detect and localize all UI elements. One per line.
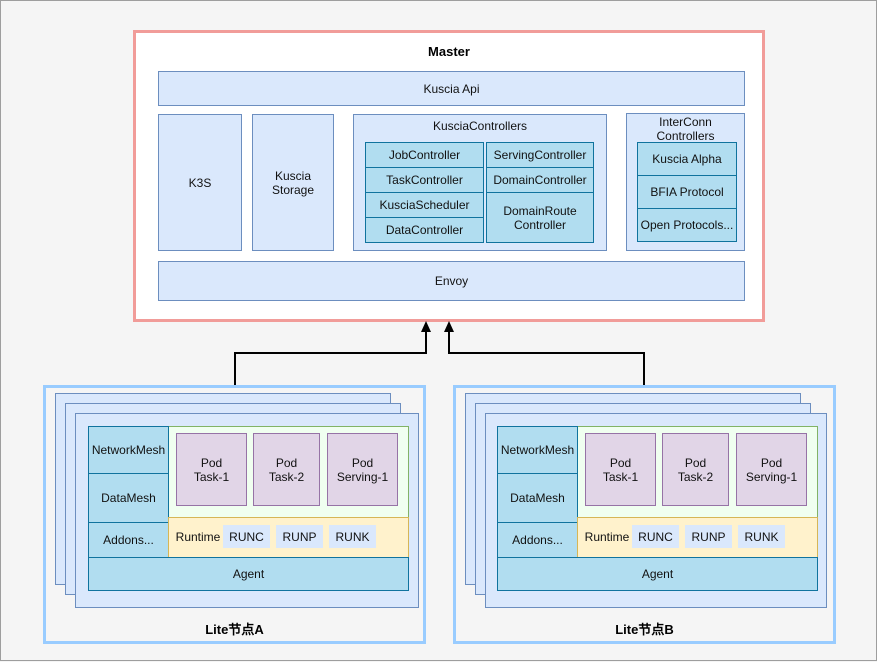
lite-a-datamesh: DataMesh	[88, 473, 169, 523]
lite-a-runtime-label: Runtime	[175, 530, 221, 544]
lite-b-runtime-label: Runtime	[584, 530, 630, 544]
data-controller-box: DataController	[365, 217, 484, 243]
kuscia-api-box: Kuscia Api	[158, 71, 745, 106]
lite-b-pod-task-1: Pod Task-1	[585, 433, 656, 506]
open-protocols-box: Open Protocols...	[637, 208, 737, 242]
lite-a-pod-task-1: Pod Task-1	[176, 433, 247, 506]
lite-a-addons: Addons...	[88, 522, 169, 558]
kuscia-alpha-box: Kuscia Alpha	[637, 142, 737, 176]
arrowhead-b	[444, 321, 454, 332]
master-title: Master	[428, 43, 470, 59]
lite-b-runp: RUNP	[685, 525, 732, 548]
task-controller-box: TaskController	[365, 167, 484, 193]
kuscia-scheduler-box: KusciaScheduler	[365, 192, 484, 218]
arrow-lite-a-to-master	[234, 329, 427, 386]
arrow-lite-b-to-master	[448, 329, 645, 386]
lite-b-agent: Agent	[497, 557, 818, 591]
lite-a-pod-task-2: Pod Task-2	[253, 433, 320, 506]
lite-b-runk: RUNK	[738, 525, 785, 548]
lite-b-pod-task-2: Pod Task-2	[662, 433, 729, 506]
lite-b-runc: RUNC	[632, 525, 679, 548]
arrowhead-a	[421, 321, 431, 332]
lite-a-networkmesh: NetworkMesh	[88, 426, 169, 474]
lite-a-runp: RUNP	[276, 525, 323, 548]
lite-b-pod-serving-1: Pod Serving-1	[736, 433, 807, 506]
lite-a-agent: Agent	[88, 557, 409, 591]
lite-b-datamesh: DataMesh	[497, 473, 578, 523]
kuscia-storage-box: Kuscia Storage	[252, 114, 334, 251]
domain-controller-box: DomainController	[486, 167, 594, 193]
lite-b-networkmesh: NetworkMesh	[497, 426, 578, 474]
job-controller-box: JobController	[365, 142, 484, 168]
interconn-controllers-title: InterConn Controllers	[656, 115, 715, 143]
k3s-box: K3S	[158, 114, 242, 251]
envoy-box: Envoy	[158, 261, 745, 301]
lite-b-addons: Addons...	[497, 522, 578, 558]
lite-a-runk: RUNK	[329, 525, 376, 548]
kuscia-controllers-title: KusciaControllers	[432, 119, 528, 133]
lite-node-a-title: Lite节点A	[205, 621, 264, 637]
lite-a-runc: RUNC	[223, 525, 270, 548]
lite-a-pod-serving-1: Pod Serving-1	[327, 433, 398, 506]
lite-node-b-title: Lite节点B	[615, 621, 674, 637]
domainroute-controller-box: DomainRoute Controller	[486, 192, 594, 243]
